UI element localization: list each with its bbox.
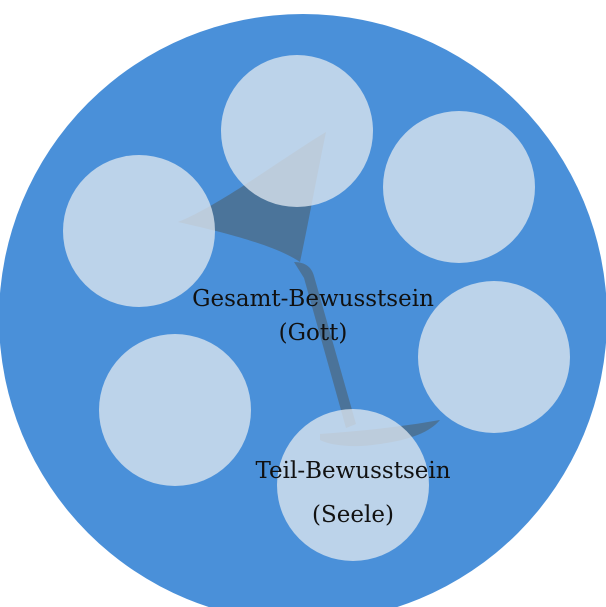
inner-circle-top-right xyxy=(383,111,535,263)
partial-consciousness-sublabel: (Seele) xyxy=(312,502,394,528)
whole-consciousness-sublabel: (Gott) xyxy=(279,320,348,346)
inner-circle-left xyxy=(63,155,215,307)
whole-consciousness-label: Gesamt-Bewusstsein xyxy=(192,286,434,312)
inner-circle-right xyxy=(418,281,570,433)
inner-circle-top xyxy=(221,55,373,207)
inner-circle-bottom xyxy=(277,409,429,561)
inner-circle-bottom-left xyxy=(99,334,251,486)
partial-consciousness-label: Teil-Bewusstsein xyxy=(255,458,450,484)
